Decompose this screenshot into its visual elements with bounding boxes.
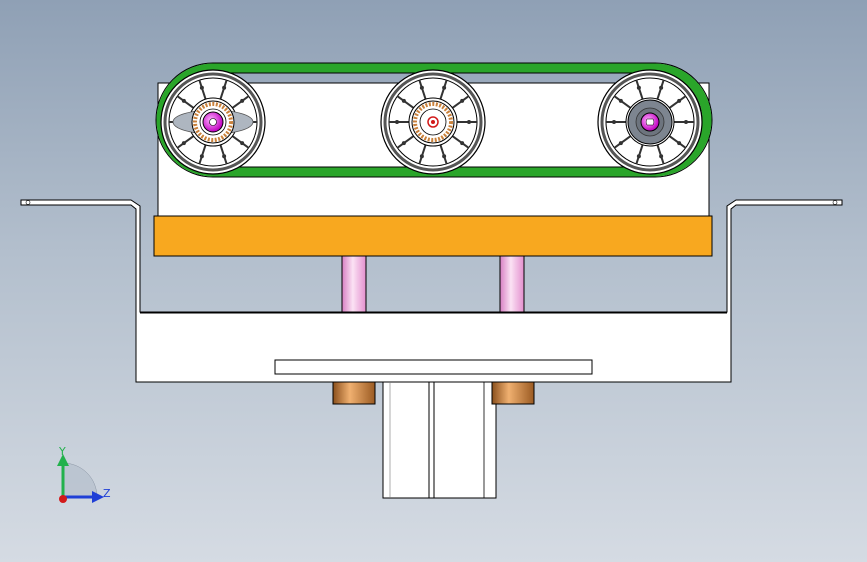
guide-rod-right [499,255,525,313]
left-pulley[interactable] [160,69,266,175]
base-slot [274,359,593,375]
bushing-left [332,381,376,405]
flange-hole-left [25,200,31,205]
coordinate-triad: Y Z [57,445,111,503]
orange-mounting-plate [153,215,713,257]
flange-hole-right [832,200,838,205]
bushing-right [491,381,535,405]
base-frame [20,199,843,383]
triad-z-label: Z [103,487,111,500]
triad-y-label: Y [58,445,66,458]
guide-rod-left [341,255,367,313]
center-pulley[interactable] [380,69,486,175]
support-column [382,381,497,499]
right-pulley[interactable] [597,69,703,175]
